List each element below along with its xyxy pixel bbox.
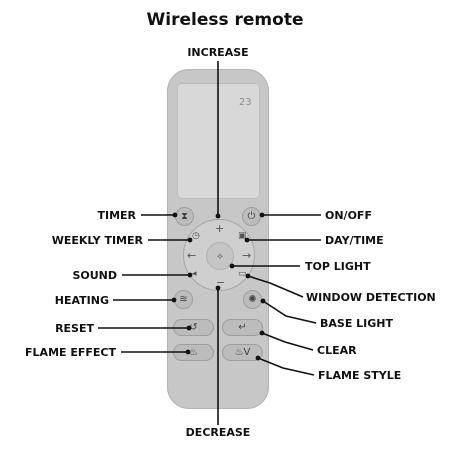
flame-effect-button[interactable]: ♨ [173, 344, 214, 361]
label-clear: CLEAR [317, 344, 357, 357]
base-light-callout [262, 300, 317, 324]
label-increase: INCREASE [187, 46, 249, 59]
label-weekly-timer: WEEKLY TIMER [51, 234, 143, 247]
window-detection-dot [245, 273, 251, 279]
label-sound: SOUND [72, 269, 117, 282]
reset-dot [186, 325, 192, 331]
plus-icon[interactable]: + [215, 222, 225, 235]
weekly-timer-dot [187, 237, 193, 243]
arrow-left-icon[interactable]: ← [187, 249, 197, 262]
diagram-title: Wireless remote [146, 10, 304, 30]
flame-style-dot [255, 355, 261, 361]
heating-button[interactable]: ≋ [174, 290, 193, 309]
clear-dot [259, 330, 265, 336]
label-timer: TIMER [97, 209, 136, 222]
increase-dot [215, 213, 221, 219]
base-light-dot [260, 298, 266, 304]
day-time-icon[interactable]: ▣ [238, 231, 247, 241]
label-window-detection: WINDOW DETECTION [306, 291, 436, 304]
clear-callout [261, 332, 314, 351]
clear-arrow-icon: ↵ [238, 322, 247, 333]
minus-icon[interactable]: − [216, 276, 226, 289]
clear-button[interactable]: ↵ [222, 319, 263, 336]
day-time-dot [244, 237, 250, 243]
mode-icon: ⟡ [217, 250, 223, 261]
bulb-icon: ✺ [248, 294, 257, 305]
remote-control: 23 ⧗ ⏻ + − ← → ◷ ▣ ◂ ▭ ⟡ ≋ ✺ ↺ ↵ ♨ ♨V [167, 69, 269, 409]
label-flame-effect: FLAME EFFECT [25, 346, 116, 359]
reset-icon: ↺ [189, 322, 198, 333]
heat-waves-icon: ≋ [179, 294, 188, 305]
window-detection-callout [247, 275, 304, 298]
arrow-right-icon[interactable]: → [242, 249, 252, 262]
flame-icon: ♨ [189, 347, 198, 358]
label-heating: HEATING [54, 294, 109, 307]
dpad-center-button[interactable]: ⟡ [206, 242, 234, 270]
label-top-light: TOP LIGHT [305, 260, 371, 273]
label-flame-style: FLAME STYLE [318, 369, 402, 382]
calendar-clock-icon[interactable]: ◷ [192, 231, 200, 241]
flame-effect-dot [185, 349, 191, 355]
hourglass-icon: ⧗ [180, 211, 189, 222]
base-light-button[interactable]: ✺ [243, 290, 262, 309]
flame-style-icon: ♨V [234, 347, 251, 358]
label-base-light: BASE LIGHT [320, 317, 394, 330]
top-light-icon[interactable]: ▭ [238, 269, 247, 279]
sound-dot [187, 272, 193, 278]
label-decrease: DECREASE [185, 426, 251, 439]
power-icon: ⏻ [247, 211, 256, 222]
timer-dot [172, 212, 178, 218]
direction-pad: + − ← → ◷ ▣ ◂ ▭ ⟡ [183, 219, 255, 291]
label-day-time: DAY/TIME [325, 234, 384, 247]
top-light-dot [229, 263, 235, 269]
label-reset: RESET [55, 322, 94, 335]
display-digits: 23 [238, 97, 252, 108]
decrease-dot [215, 285, 221, 291]
speaker-icon[interactable]: ◂ [192, 269, 197, 279]
heating-dot [171, 297, 177, 303]
on-off-dot [259, 212, 265, 218]
flame-style-callout [257, 357, 315, 376]
flame-style-button[interactable]: ♨V [222, 344, 263, 361]
label-on-off: ON/OFF [325, 209, 372, 222]
